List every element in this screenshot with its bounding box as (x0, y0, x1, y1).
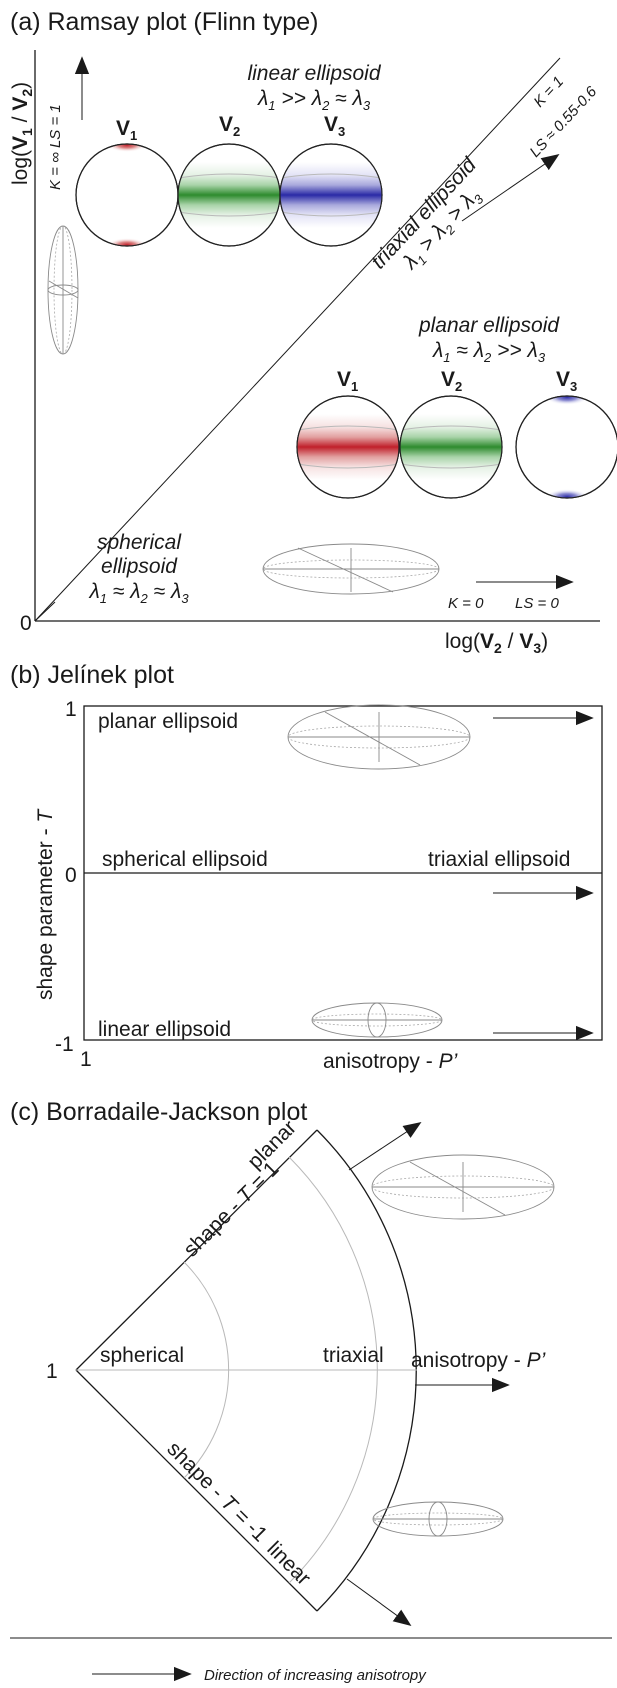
svg-text:shape parameter - T: shape parameter - T (34, 808, 57, 1000)
panel-c-shape-bottom-label: shape - T = -1 (162, 1437, 271, 1546)
panel-c-lower-edge (75, 1369, 318, 1612)
panel-a-v3-label-bottom: V3 (556, 368, 577, 394)
panel-a-v1-label-top: V1 (116, 117, 137, 143)
oblate-ellipsoid-sketch-c (371, 1154, 555, 1220)
stereonet-planar-v2 (399, 395, 503, 499)
panel-a-y-label: log(V1 / V2) (9, 82, 35, 185)
panel-a-v3-label-top: V3 (324, 113, 345, 139)
panel-a-origin-label: 0 (20, 612, 32, 635)
panel-b-tick-top: 1 (65, 698, 77, 721)
prolate-ellipsoid-sketch-c (372, 1501, 504, 1537)
oblate-ellipsoid-sketch-a (262, 543, 440, 595)
svg-text:shape - T = -1: shape - T = -1 (162, 1437, 271, 1546)
panel-a-v2-label-top: V2 (219, 113, 240, 139)
panel-c-arrow-lower (346, 1578, 412, 1627)
panel-c-spherical-label: spherical (100, 1344, 184, 1367)
panel-a-diagonal-arrow (461, 153, 560, 222)
panel-a-spherical-line1: spherical (97, 531, 182, 554)
panel-a-k0-label: K = 0 (448, 595, 484, 612)
panel-b-triaxial-label: triaxial ellipsoid (428, 848, 570, 871)
panel-b-planar-label: planar ellipsoid (98, 710, 238, 733)
panel-b-jelinek-plot: (b) Jelínek plot 1 0 -1 1 shape paramete… (10, 661, 603, 1073)
stereonet-linear-v2 (177, 143, 281, 247)
panel-a-planar-label: planar ellipsoid (418, 314, 560, 337)
panel-b-tick-mid: 0 (65, 864, 77, 887)
panel-b-x-label: anisotropy - P’ (323, 1050, 458, 1073)
panel-a-v1-label-bottom: V1 (337, 368, 358, 394)
panel-a-planar-relation: λ1 ≈ λ2 >> λ3 (432, 339, 546, 365)
panel-c-origin-label: 1 (46, 1360, 58, 1383)
panel-c-upper-edge (75, 1129, 318, 1371)
prolate-ellipsoid-sketch-a (47, 225, 79, 355)
oblate-ellipsoid-sketch-b (287, 704, 471, 770)
panel-b-linear-label: linear ellipsoid (98, 1018, 231, 1041)
panel-c-arrow-upper (348, 1122, 422, 1171)
panel-b-spherical-label: spherical ellipsoid (102, 848, 268, 871)
prolate-ellipsoid-sketch-b (311, 1002, 443, 1038)
panel-b-tick-x: 1 (80, 1048, 92, 1071)
legend: Direction of increasing anisotropy (10, 1637, 612, 1684)
panel-b-tick-bottom: -1 (55, 1033, 74, 1056)
panel-a-ls0-label: LS = 0 (515, 595, 559, 612)
panel-a-ramsay-plot: (a) Ramsay plot (Flinn type) 0 log(V1 / … (9, 8, 617, 656)
panel-a-title: (a) Ramsay plot (Flinn type) (10, 8, 318, 36)
panel-c-shape-top-label: shape - T = 1 (179, 1157, 283, 1261)
svg-text:K = 1: K = 1 (530, 73, 567, 111)
stereonet-planar-v3 (515, 395, 617, 499)
svg-text:K = ∞ LS = 1: K = ∞ LS = 1 (47, 104, 64, 190)
panel-a-spherical-line2: ellipsoid (101, 555, 178, 578)
panel-a-linear-label: linear ellipsoid (247, 62, 381, 85)
panel-a-spherical-relation: λ1 ≈ λ2 ≈ λ3 (88, 580, 189, 606)
panel-a-x-label: log(V2 / V3) (445, 630, 548, 656)
panel-c-borradaile-jackson-plot: (c) Borradaile-Jackson plot 1 shape - T … (10, 1098, 555, 1627)
panel-a-k1-label: K = 1 (530, 73, 567, 111)
panel-a-diagonal-k1 (34, 57, 561, 622)
svg-text:log(V1 / V2): log(V1 / V2) (9, 82, 35, 185)
stereonet-linear-v3 (279, 143, 383, 247)
panel-a-linear-relation: λ1 >> λ2 ≈ λ3 (257, 87, 371, 113)
panel-c-title: (c) Borradaile-Jackson plot (10, 1098, 307, 1126)
panel-a-k-inf-label: K = ∞ LS = 1 (47, 104, 64, 190)
panel-c-anisotropy-label: anisotropy - P’ (411, 1349, 546, 1372)
panel-b-title: (b) Jelínek plot (10, 661, 174, 689)
panel-b-y-label: shape parameter - T (34, 808, 57, 1000)
panel-c-triaxial-label: triaxial (323, 1344, 384, 1367)
legend-direction-text: Direction of increasing anisotropy (204, 1667, 427, 1684)
panel-a-v2-label-bottom: V2 (441, 368, 462, 394)
stereonet-linear-v1 (75, 143, 179, 247)
svg-text:shape - T = 1: shape - T = 1 (179, 1157, 283, 1261)
stereonet-planar-v1 (296, 395, 400, 499)
